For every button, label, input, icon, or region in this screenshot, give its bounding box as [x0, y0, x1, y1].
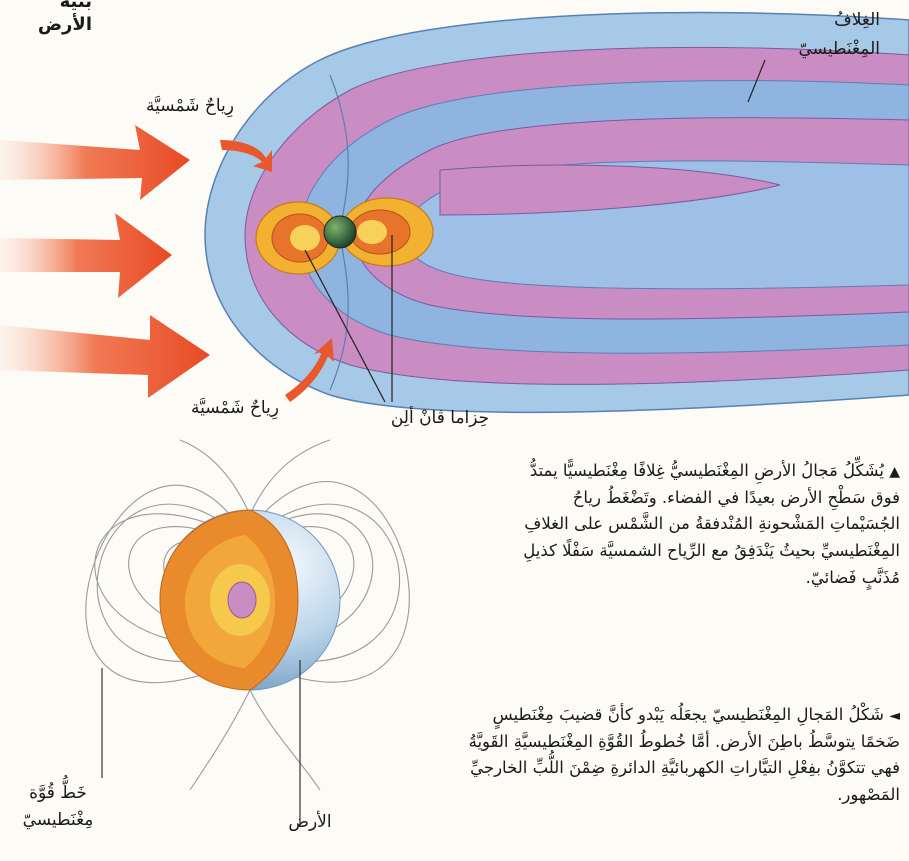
label-magnetic-sheath: الغِلافُ المِغْنَطيسيّ	[780, 6, 880, 64]
wind-arrow-1	[0, 125, 190, 200]
earth-field-diagram	[86, 440, 409, 825]
caption-magnetic-field-text: شَكْلُ المَجالِ المِغْنَطيسيّ يجعَلُه يَ…	[469, 705, 900, 804]
caption-magnetosphere: ▲ يُشَكِّلُ مَجالُ الأرضِ المِغْنَطيسيُّ…	[505, 458, 900, 592]
caption-marker-up: ▲	[889, 464, 900, 480]
corner-title: بنية الأرض	[0, 0, 92, 36]
inner-core	[228, 582, 256, 618]
wind-arrow-2	[0, 213, 172, 298]
label-solar-wind-top: رِياحٌ شَمْسيَّة	[120, 96, 260, 117]
wind-arrow-3	[0, 315, 210, 398]
caption-marker-left: ◄	[889, 708, 900, 724]
label-earth: الأرض	[275, 812, 345, 833]
magnetosphere-diagram	[0, 13, 909, 413]
label-van-allen-belts: حِزاما ڤانْ ألِن	[365, 408, 515, 429]
caption-magnetosphere-text: يُشَكِّلُ مَجالُ الأرضِ المِغْنَطيسيُّ غ…	[523, 461, 900, 587]
caption-magnetic-field: ◄ شَكْلُ المَجالِ المِغْنَطيسيّ يجعَلُه …	[455, 702, 900, 809]
earth-globe	[324, 216, 356, 248]
label-field-line: خَطُّ قُوَّة مِغْنَطيسيّ	[12, 780, 104, 834]
label-solar-wind-bottom: رِياحٌ شَمْسيَّة	[165, 398, 305, 419]
